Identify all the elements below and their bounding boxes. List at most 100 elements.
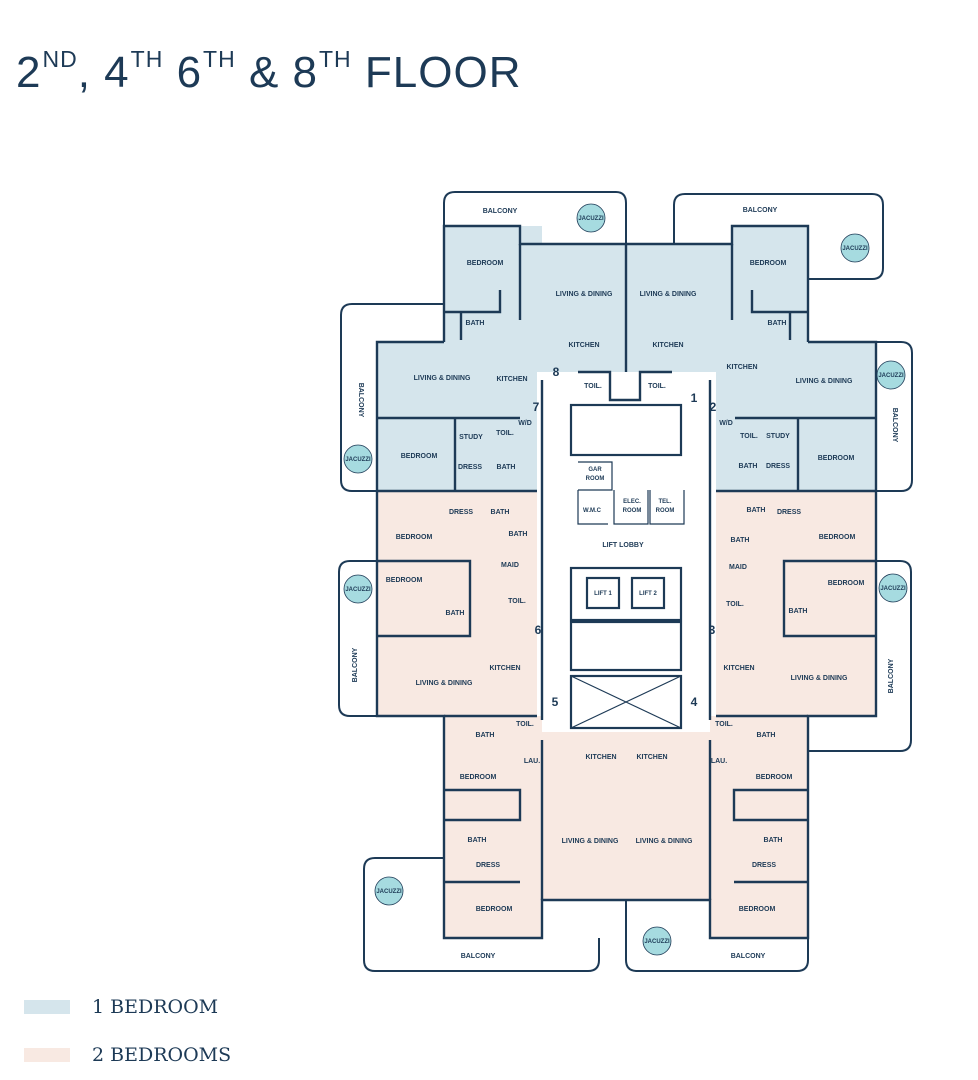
balcony-outline-right-upper	[876, 341, 913, 492]
balcony-label-tr: BALCONY	[743, 207, 778, 214]
core	[569, 403, 685, 730]
room-tr-living: LIVING & DINING	[640, 291, 697, 298]
unit-number-7: 7	[533, 400, 540, 414]
room-ru-dress: DRESS	[766, 463, 790, 470]
room-rl-kitchen: KITCHEN	[723, 665, 754, 672]
room-ru-bath: BATH	[739, 463, 758, 470]
room-ru-study: STUDY	[766, 433, 790, 440]
two-bedroom-zones	[377, 491, 876, 938]
room-lu-wd: W/D	[518, 420, 532, 427]
room-br-living: LIVING & DINING	[636, 838, 693, 845]
floor-8: 8TH	[292, 46, 352, 97]
unit-number-6: 6	[535, 623, 542, 637]
service-rooms	[577, 461, 685, 525]
wall-interior-4	[377, 559, 876, 638]
jacuzzi-bl-circle	[374, 876, 404, 906]
tel-room-label-1: TEL.	[659, 499, 672, 505]
legend-one-bedroom-swatch	[24, 1000, 70, 1014]
unit-number-1: 1	[691, 391, 698, 405]
balcony-outline-top-right	[673, 193, 884, 280]
room-rl-dress: DRESS	[777, 509, 801, 516]
unit-fill-br-right	[710, 716, 808, 938]
wall-exterior-left	[375, 340, 626, 940]
jacuzzi-label-tl: JACUZZI	[578, 216, 604, 222]
lift-shaft-1	[585, 576, 621, 610]
unit-fill-lu	[377, 342, 537, 491]
balcony-label-ll: BALCONY	[352, 647, 359, 682]
room-br-bath2: BATH	[764, 837, 783, 844]
page-title: 2ND, 4TH 6TH & 8TH FLOOR	[16, 46, 521, 98]
jacuzzi-label-ru: JACUZZI	[878, 373, 904, 379]
jacuzzi-label-lu: JACUZZI	[345, 457, 371, 463]
unit-fill-ru	[716, 342, 876, 491]
room-rl-living: LIVING & DINING	[791, 675, 848, 682]
room-ll-living: LIVING & DINING	[416, 680, 473, 687]
room-lu-bedroom: BEDROOM	[401, 453, 438, 460]
jacuzzi-label-bl: JACUZZI	[376, 889, 402, 895]
room-tc-toil-r: TOIL.	[648, 383, 666, 390]
jacuzzi-tr-circle	[840, 233, 870, 263]
room-lu-study: STUDY	[459, 434, 483, 441]
room-rl-maid: MAID	[729, 564, 747, 571]
room-rl-bedroom2: BEDROOM	[828, 580, 865, 587]
unit-fill-tc-right	[626, 244, 732, 372]
room-rl-bedroom1: BEDROOM	[819, 534, 856, 541]
jacuzzi-ru-circle	[876, 360, 906, 390]
room-ll-bedroom2: BEDROOM	[386, 577, 423, 584]
legend-two-bedrooms-swatch	[24, 1048, 70, 1062]
floor-4: 4TH	[104, 46, 164, 97]
balcony-outline-right-lower	[808, 560, 912, 752]
jacuzzi-br-circle	[642, 926, 672, 956]
unit-fill-bl-right	[542, 732, 626, 900]
room-br-bedroom1: BEDROOM	[756, 774, 793, 781]
unit-fill-bl-left	[444, 716, 542, 938]
balcony-label-bl: BALCONY	[461, 953, 496, 960]
lift-2-label: LIFT 2	[639, 591, 657, 597]
lift-shaft-2	[630, 576, 666, 610]
room-tl-kitchen: KITCHEN	[568, 342, 599, 349]
unit-number-2: 2	[710, 400, 717, 414]
room-bl-lau: LAU.	[524, 758, 540, 765]
room-rl-bath1: BATH	[747, 507, 766, 514]
tel-room-label-2: ROOM	[656, 508, 675, 514]
unit-number-8: 8	[553, 365, 560, 379]
jacuzzi-label-tr: JACUZZI	[842, 246, 868, 252]
lift-1-label: LIFT 1	[594, 591, 612, 597]
balcony-outline-top-left	[443, 191, 627, 244]
room-lu-toil: TOIL.	[496, 430, 514, 437]
unit-number-5: 5	[552, 695, 559, 709]
room-bl-kitchen: KITCHEN	[585, 754, 616, 761]
room-lu-kitchen: KITCHEN	[496, 376, 527, 383]
lift-lobby-label: LIFT LOBBY	[602, 542, 644, 549]
balconies	[338, 191, 913, 972]
room-ru-wd: W/D	[719, 420, 733, 427]
void-cross	[570, 675, 682, 729]
balcony-outline-bottom-right	[625, 900, 809, 972]
room-lu-bath: BATH	[497, 464, 516, 471]
stair-upper	[569, 403, 683, 457]
room-bl-bedroom2: BEDROOM	[476, 906, 513, 913]
unit-fill-tc-left	[520, 244, 626, 372]
jacuzzi-label-rl: JACUZZI	[880, 586, 906, 592]
unit-fill-br-left	[626, 732, 710, 900]
room-br-dress: DRESS	[752, 862, 776, 869]
room-ll-bath3: BATH	[446, 610, 465, 617]
legend-two-bedrooms-label: 2 BEDROOMS	[92, 1044, 232, 1066]
room-tc-toil-l: TOIL.	[584, 383, 602, 390]
wall-exterior-top-right	[626, 224, 810, 342]
unit-number-4: 4	[691, 695, 698, 709]
gar-room-label-1: GAR	[588, 467, 602, 473]
room-bl-bath2: BATH	[468, 837, 487, 844]
wall-interior-5	[444, 788, 808, 884]
room-bl-bath1: BATH	[476, 732, 495, 739]
unit-fill-rl	[716, 491, 876, 716]
elec-room-label-2: ROOM	[623, 508, 642, 514]
room-tr-kitchen: KITCHEN	[652, 342, 683, 349]
wall-exterior-right	[626, 340, 878, 940]
room-ll-dress: DRESS	[449, 509, 473, 516]
stair-lower	[569, 620, 683, 672]
room-br-bedroom2: BEDROOM	[739, 906, 776, 913]
wall-interior-6	[578, 370, 672, 402]
legend-two-bedrooms: 2 BEDROOMS	[24, 1044, 231, 1066]
